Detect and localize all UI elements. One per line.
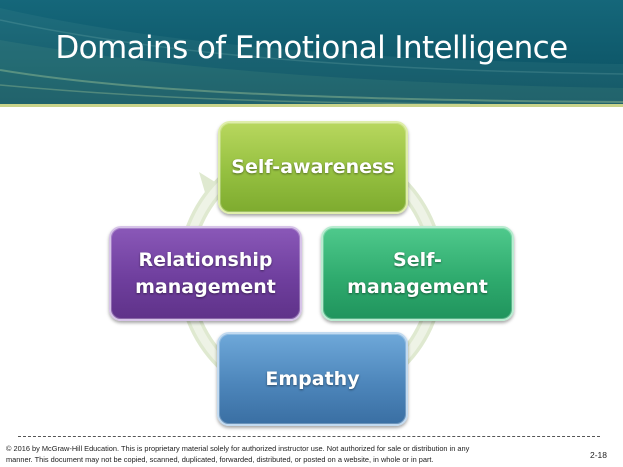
- node-empathy: Empathy: [217, 332, 408, 426]
- copyright-line-2: manner. This document may not be copied,…: [6, 455, 434, 464]
- node-relationship-management: Relationship management: [109, 226, 302, 321]
- footer-divider: [18, 436, 600, 437]
- banner-swoosh-decoration: [0, 8, 623, 104]
- cycle-arrowhead: [199, 172, 215, 196]
- node-self-awareness: Self-awareness: [218, 121, 408, 214]
- node-self-management: Self- management: [321, 226, 514, 321]
- copyright-line-1: © 2016 by McGraw-Hill Education. This is…: [6, 444, 470, 453]
- slide-title: Domains of Emotional Intelligence: [55, 30, 568, 66]
- page-number: 2-18: [590, 450, 608, 460]
- banner-accent-stripe: [0, 104, 623, 107]
- title-banner: Domains of Emotional Intelligence: [0, 0, 623, 104]
- copyright-notice: © 2016 by McGraw-Hill Education. This is…: [6, 443, 546, 465]
